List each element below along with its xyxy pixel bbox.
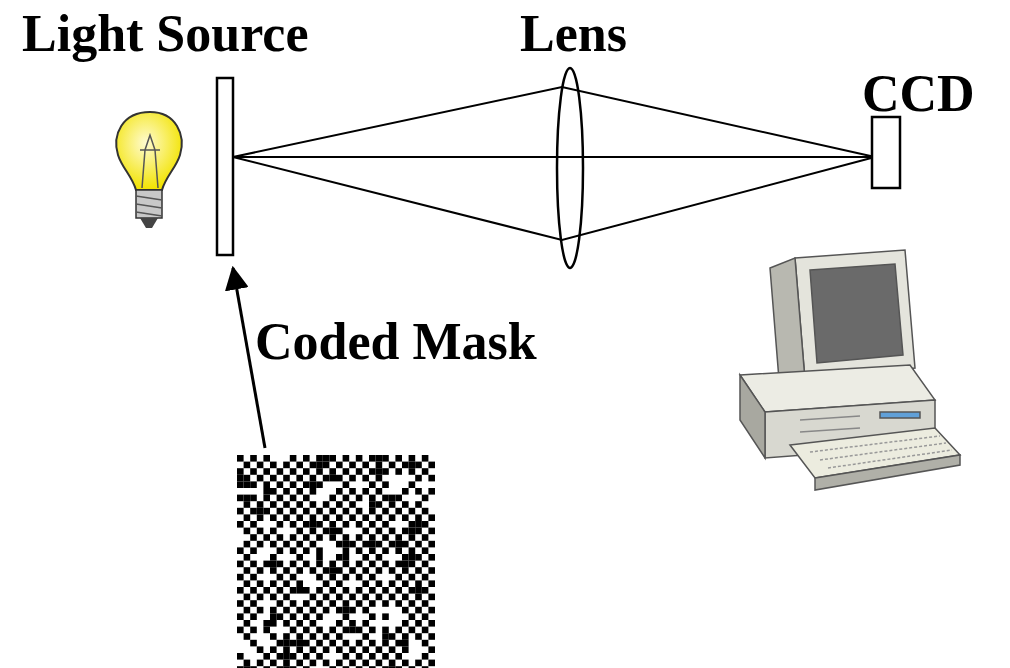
light-bulb	[116, 112, 181, 228]
computer-icon	[740, 250, 960, 490]
part-label: Light Source	[22, 8, 309, 60]
part-label: CCD	[862, 68, 975, 120]
mask-plate	[217, 78, 233, 255]
light-rays	[233, 87, 875, 240]
mask-pattern	[237, 455, 435, 668]
ccd-sensor	[872, 117, 900, 188]
part-label: Coded Mask	[255, 316, 537, 368]
lens-shape	[557, 68, 583, 268]
part-label: Lens	[520, 8, 627, 60]
